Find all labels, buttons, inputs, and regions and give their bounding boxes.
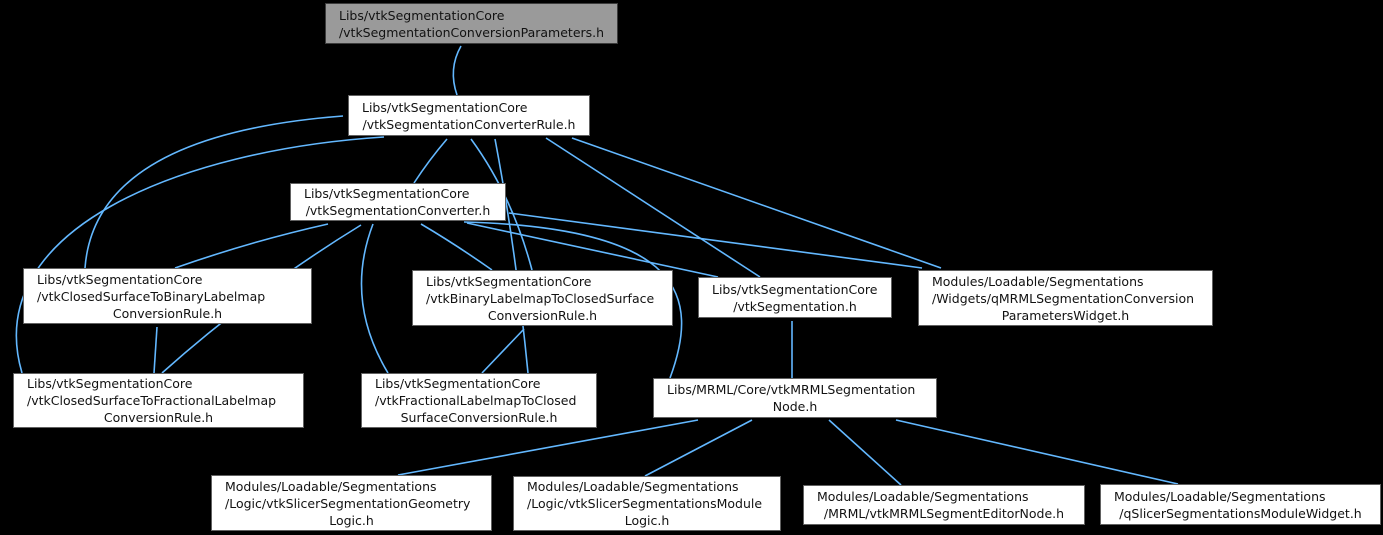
node-label-line: Libs/vtkSegmentationCore — [27, 376, 193, 391]
edge-widget-rule — [571, 137, 942, 269]
node-label-line: /vtkSegmentationConverter.h — [305, 203, 491, 218]
node-seg[interactable]: Libs/vtkSegmentationCore/vtkSegmentation… — [698, 277, 892, 318]
node-geom[interactable]: Modules/Loadable/Segmentations/Logic/vtk… — [211, 475, 492, 531]
node-label-line: ConversionRule.h — [112, 305, 223, 321]
node-label-line: ConversionRule.h — [487, 307, 598, 323]
node-label-line: Modules/Loadable/Segmentations — [225, 478, 437, 494]
node-modlogic[interactable]: Modules/Loadable/Segmentations/Logic/vtk… — [513, 476, 781, 531]
node-widget[interactable]: Modules/Loadable/Segmentations/Widgets/q… — [918, 270, 1213, 326]
node-label-line: Libs/vtkSegmentationCore — [37, 271, 203, 287]
edge-blcs-rule — [470, 138, 533, 271]
node-csfl[interactable]: Libs/vtkSegmentationCore/vtkClosedSurfac… — [13, 373, 304, 428]
node-flcs[interactable]: Libs/vtkSegmentationCore/vtkFractionalLa… — [361, 373, 597, 428]
edge-conv-rule — [413, 138, 448, 184]
node-blcs[interactable]: Libs/vtkSegmentationCore/vtkBinaryLabelm… — [412, 270, 673, 326]
node-rule[interactable]: Libs/vtkSegmentationCore/vtkSegmentation… — [348, 95, 590, 136]
node-label-line: Libs/MRML/Core/vtkMRMLSegmentation — [667, 382, 916, 397]
node-label-line: Modules/Loadable/Segmentations — [527, 479, 739, 494]
edge-seg-rule — [545, 137, 761, 278]
node-label-line: Libs/vtkSegmentationCore — [712, 281, 878, 297]
node-csbl[interactable]: Libs/vtkSegmentationCore/vtkClosedSurfac… — [23, 268, 312, 324]
edge-csfl-csbl — [153, 326, 158, 374]
edges-group — [15, 45, 1179, 486]
node-label-line: ConversionRule.h — [103, 410, 214, 425]
edge-csbl-conv — [174, 223, 329, 269]
node-label-line: Modules/Loadable/Segmentations — [817, 489, 1029, 504]
edge-flcs-blcs — [481, 328, 525, 374]
edge-modlogic-node — [644, 419, 753, 477]
node-label-line: /vtkSegmentation.h — [733, 298, 857, 314]
node-qwidget[interactable]: Modules/Loadable/Segmentations/qSlicerSe… — [1100, 484, 1381, 525]
edge-flcs-rule — [494, 138, 529, 374]
edge-qwidget-node — [895, 419, 1179, 485]
edge-csbl-rule — [84, 115, 344, 269]
node-label-line: Modules/Loadable/Segmentations — [1114, 488, 1326, 504]
node-label-line: /vtkFractionalLabelmapToClosed — [375, 393, 577, 408]
edge-editor-node — [828, 419, 902, 486]
node-label-line: /vtkBinaryLabelmapToClosedSurface — [426, 290, 655, 306]
node-label-line: SurfaceConversionRule.h — [400, 410, 558, 425]
node-label-line: Libs/vtkSegmentationCore — [426, 273, 592, 289]
node-editor[interactable]: Modules/Loadable/Segmentations/MRML/vtkM… — [803, 485, 1085, 525]
node-label-line: /MRML/vtkMRMLSegmentEditorNode.h — [823, 506, 1065, 521]
edge-csfl-rule — [15, 136, 385, 374]
node-label-line: /Logic/vtkSlicerSegmentationGeometry — [225, 495, 471, 511]
node-label-line: /Widgets/qMRMLSegmentationConversion — [932, 290, 1195, 306]
node-root: Libs/vtkSegmentationCore/vtkSegmentation… — [325, 3, 618, 44]
node-label-line: /vtkSegmentationConversionParameters.h — [338, 24, 605, 40]
node-label-line: /qSlicerSegmentationsModuleWidget.h — [1119, 505, 1362, 521]
edge-geom-node — [397, 419, 699, 476]
node-label-line: Logic.h — [624, 513, 670, 528]
node-label-line: Logic.h — [329, 512, 374, 528]
edge-blcs-conv — [420, 223, 493, 271]
edge-rule-root — [452, 45, 462, 96]
node-label-line: /vtkClosedSurfaceToBinaryLabelmap — [37, 288, 266, 304]
node-conv[interactable]: Libs/vtkSegmentationCore/vtkSegmentation… — [290, 183, 506, 221]
node-label-line: Libs/vtkSegmentationCore — [375, 376, 541, 391]
node-label-line: Node.h — [772, 399, 818, 414]
node-label-line: Modules/Loadable/Segmentations — [932, 273, 1144, 289]
node-label-line: Libs/vtkSegmentationCore — [362, 99, 528, 115]
node-label-line: /vtkClosedSurfaceToFractionalLabelmap — [27, 393, 277, 408]
node-label-line: /Logic/vtkSlicerSegmentationsModule — [527, 496, 763, 511]
edge-flcs-conv — [360, 223, 389, 374]
node-label-line: ParametersWidget.h — [1001, 307, 1130, 323]
node-label-line: Libs/vtkSegmentationCore — [339, 7, 505, 23]
node-label-line: /vtkSegmentationConverterRule.h — [362, 116, 576, 132]
edge-seg-conv — [466, 222, 719, 278]
edge-widget-conv — [508, 212, 923, 269]
node-label-line: Libs/vtkSegmentationCore — [304, 186, 470, 201]
